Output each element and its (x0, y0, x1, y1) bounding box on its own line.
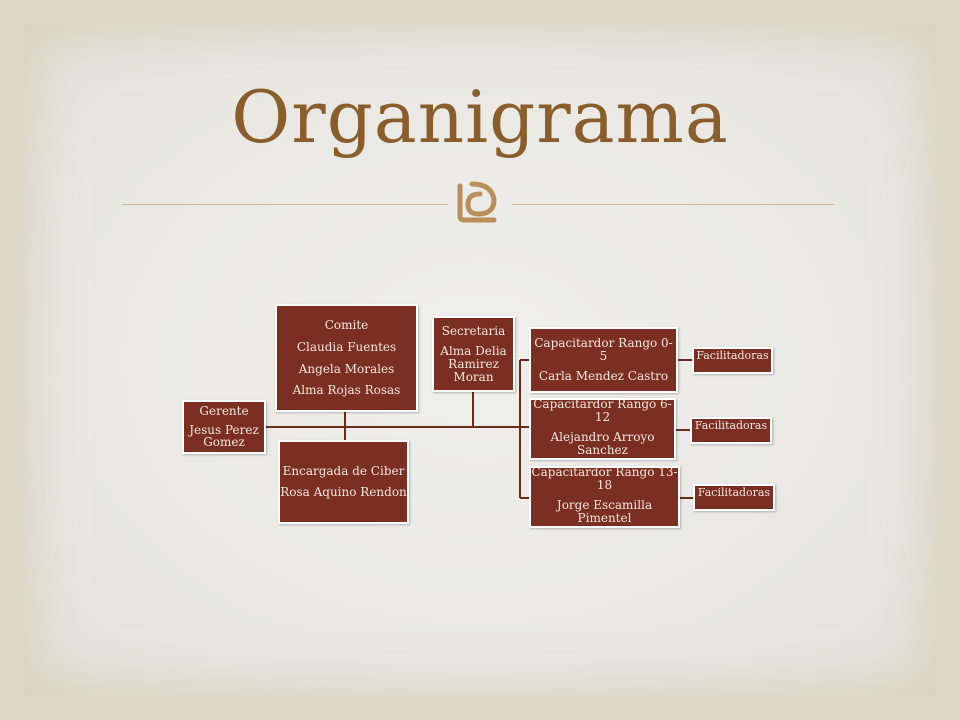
node-capacitador-1: Capacitardor Rango 0-5 Carla Mendez Cast… (529, 327, 678, 393)
node-ciber: Encargada de Ciber Rosa Aquino Rendon (278, 440, 409, 524)
node-secretaria-role: Secretaria (441, 323, 506, 338)
node-capacitador-2: Capacitardor Rango 6-12 Alejandro Arroyo… (529, 398, 676, 460)
node-secretaria: Secretaria Alma Delia Ramirez Moran (432, 316, 515, 392)
node-facilitadoras-3: Facilitadoras (693, 484, 775, 511)
node-capacitador-1-role: Capacitardor Rango 0-5 (534, 336, 673, 363)
title-rule-left (122, 204, 448, 205)
node-facilitadoras-2: Facilitadoras (690, 417, 772, 444)
title-rule-right (512, 204, 834, 205)
node-facilitadoras-3-label: Facilitadoras (697, 486, 771, 499)
node-comite: Comite Claudia Fuentes Angela Morales Al… (275, 304, 418, 412)
node-capacitador-1-name: Carla Mendez Castro (538, 369, 669, 384)
node-comite-member-3: Alma Rojas Rosas (292, 383, 401, 398)
node-ciber-role: Encargada de Ciber (282, 464, 405, 479)
node-gerente-role: Gerente (199, 404, 249, 419)
node-capacitador-3-role: Capacitardor Rango 13-18 (531, 466, 678, 492)
node-capacitador-3-name: Jorge Escamilla Pimentel (556, 498, 653, 525)
node-comite-member-2: Angela Morales (298, 361, 395, 376)
node-capacitador-2-name: Alejandro Arroyo Sanchez (550, 430, 655, 457)
node-capacitador-3: Capacitardor Rango 13-18 Jorge Escamilla… (529, 466, 680, 528)
node-gerente-name: Jesus Perez Gomez (189, 422, 259, 450)
slide-title: Organigrama (231, 75, 729, 159)
node-secretaria-name: Alma Delia Ramirez Moran (440, 344, 507, 384)
node-facilitadoras-2-label: Facilitadoras (694, 419, 768, 432)
node-facilitadoras-1-label: Facilitadoras (696, 349, 769, 362)
ornament-icon (457, 181, 497, 223)
node-comite-role: Comite (324, 318, 369, 333)
node-ciber-name: Rosa Aquino Rendon (280, 485, 407, 499)
node-gerente: Gerente Jesus Perez Gomez (182, 400, 266, 454)
node-capacitador-2-role: Capacitardor Rango 6-12 (533, 398, 672, 424)
node-facilitadoras-1: Facilitadoras (692, 347, 773, 374)
node-comite-member-1: Claudia Fuentes (296, 339, 397, 354)
